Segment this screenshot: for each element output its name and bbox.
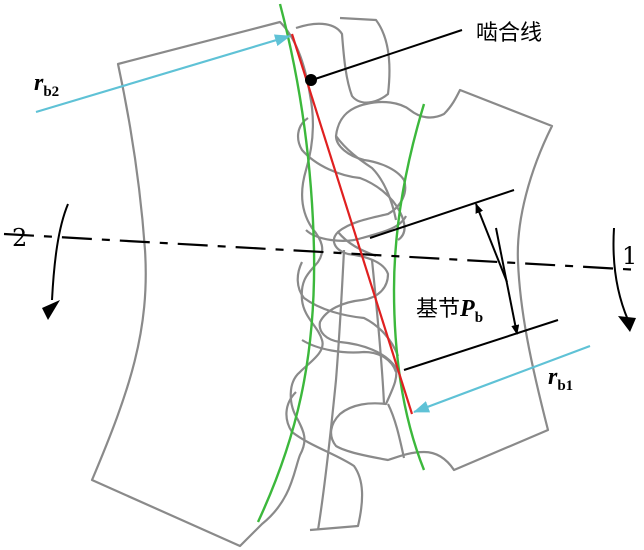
gear-1-number: 1 [622,242,637,270]
base-pitch-extension-bottom [403,319,559,371]
line-of-action-marker-dot [305,74,317,86]
gear-1-tooth [316,249,346,531]
base-pitch-label: 基节Pb [416,296,483,326]
gear-2-number: 2 [12,224,27,252]
curved-arrow-down-icon [42,203,69,320]
gear-2-tooth [296,261,400,357]
base-circle-gear-2 [256,3,316,523]
curved-arrow-down-icon [612,227,636,332]
rb2-label: rb2 [34,70,59,100]
gear-2-tooth [285,391,364,532]
gear-2-body [90,20,324,548]
gear-1-body [318,88,554,472]
gear-1-tooth [387,403,406,459]
base-pitch-dimension-arrow [475,203,508,283]
rb1-arrow [413,344,591,414]
center-line [3,232,641,272]
gear-1-tooth [335,135,398,221]
gear-2-outline [90,16,407,548]
gear-1-outline [316,88,554,531]
gear-2-tooth [296,117,406,241]
base-circle-gear-1 [392,103,426,471]
base-pitch-extension-top [369,189,515,239]
rb1-label: rb1 [548,364,573,394]
rb2-arrow [35,34,291,114]
line-of-action [290,33,414,415]
line-of-action-leader [311,29,463,81]
gear-1-tooth [370,259,386,405]
line-of-action-label: 啮合线 [476,21,542,46]
